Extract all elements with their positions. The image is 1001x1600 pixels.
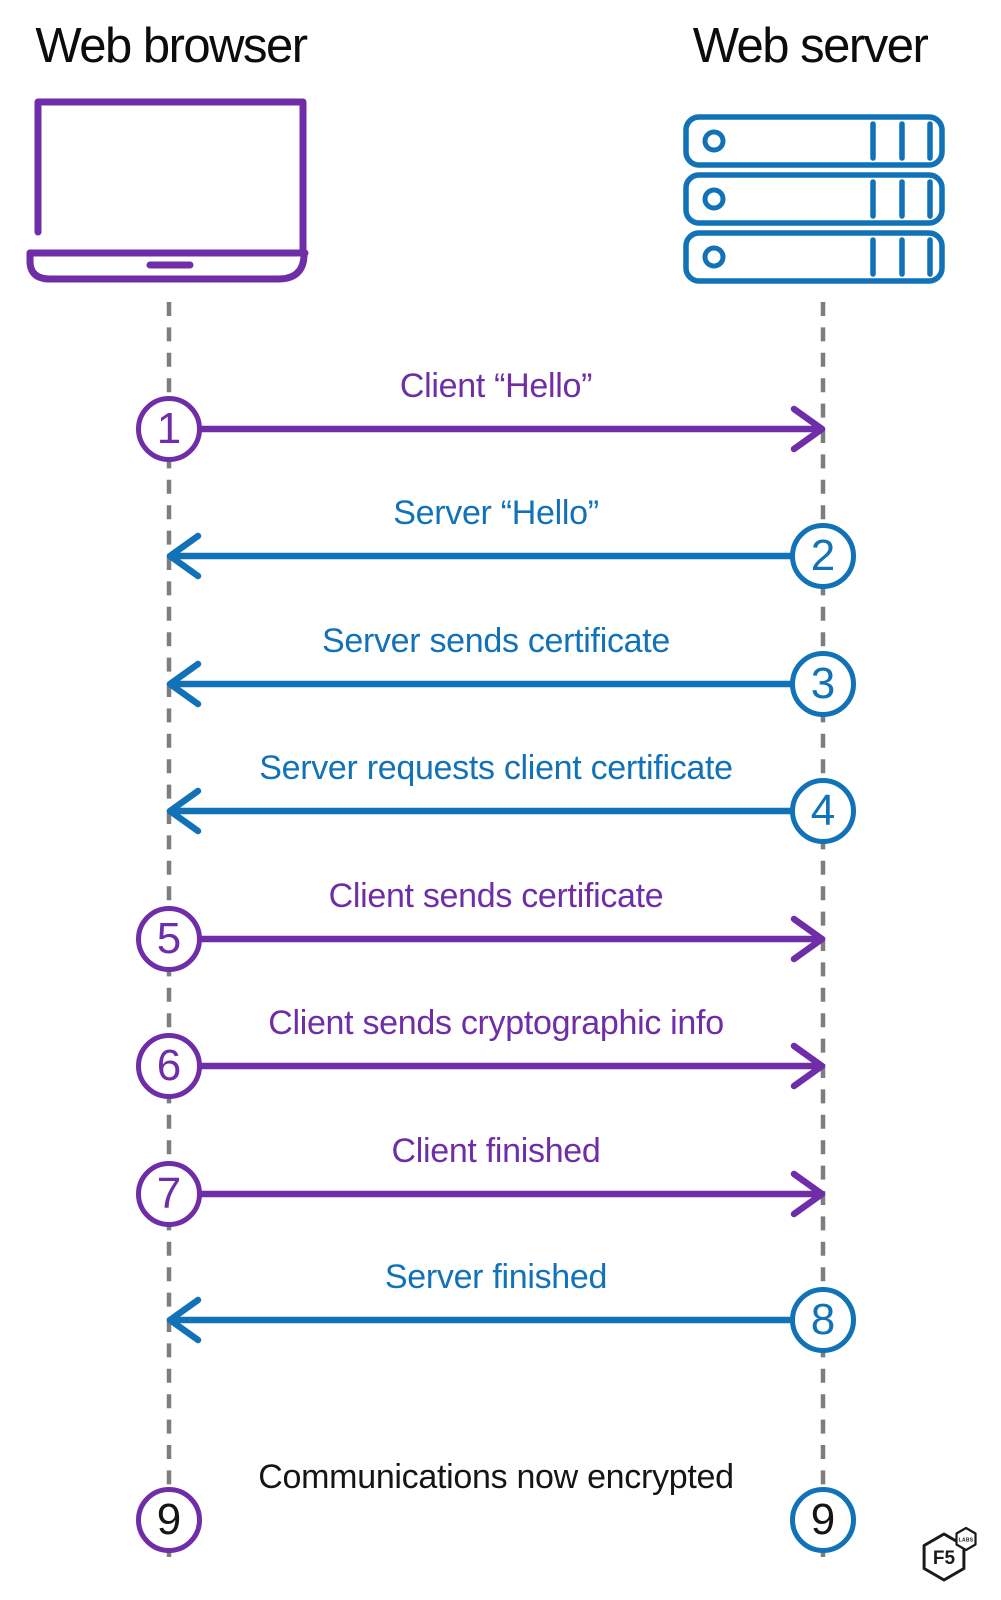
message-row-5: Client sends certificate 5	[136, 862, 856, 979]
logo-sub-text: LABS	[959, 1538, 974, 1544]
laptop-icon	[26, 92, 311, 293]
browser-title: Web browser	[35, 19, 308, 73]
step-badge: 5	[136, 906, 202, 972]
message-row-4: Server requests client certificate 4	[136, 734, 856, 851]
message-label: Server finished	[384, 1258, 608, 1296]
message-label: Server “Hello”	[393, 494, 599, 532]
step-badge: 3	[790, 651, 856, 717]
step-badge: 7	[136, 1161, 202, 1227]
server-title: Web server	[692, 19, 929, 73]
logo-text: F5	[933, 1548, 956, 1569]
message-label: Client sends cryptographic info	[268, 1004, 724, 1042]
arrow-left-icon	[166, 660, 794, 708]
logo-sub-hexagon	[955, 1526, 977, 1552]
message-row-2: Server “Hello” 2	[136, 479, 856, 596]
step-badge: 9	[136, 1487, 202, 1553]
arrow-right-icon	[198, 405, 826, 453]
step-badge: 1	[136, 396, 202, 462]
message-label: Client finished	[391, 1132, 601, 1170]
step-badge: 2	[790, 523, 856, 589]
arrow-right-icon	[198, 1170, 826, 1218]
server-stack-icon	[683, 114, 945, 291]
message-label: Server sends certificate	[321, 622, 671, 660]
arrow-left-icon	[166, 787, 794, 835]
arrow-right-icon	[198, 915, 826, 963]
step-badge: 4	[790, 778, 856, 844]
message-row-1: Client “Hello” 1	[136, 352, 856, 469]
message-label: Server requests client certificate	[259, 749, 733, 787]
f5-labs-logo: F5 LABS	[913, 1523, 985, 1596]
encrypted-link-line	[198, 1516, 794, 1524]
message-label: Communications now encrypted	[258, 1458, 734, 1496]
message-label: Client “Hello”	[399, 367, 593, 405]
arrow-right-icon	[198, 1042, 826, 1090]
message-row-8: Server finished 8	[136, 1243, 856, 1360]
arrow-left-icon	[166, 1296, 794, 1344]
step-badge: 8	[790, 1287, 856, 1353]
message-row-9: Communications now encrypted 9 9	[136, 1443, 856, 1560]
step-badge: 9	[790, 1487, 856, 1553]
message-row-3: Server sends certificate 3	[136, 607, 856, 724]
arrow-left-icon	[166, 532, 794, 580]
step-badge: 6	[136, 1033, 202, 1099]
message-row-7: Client finished 7	[136, 1117, 856, 1234]
message-label: Client sends certificate	[328, 877, 664, 915]
message-row-6: Client sends cryptographic info 6	[136, 989, 856, 1106]
